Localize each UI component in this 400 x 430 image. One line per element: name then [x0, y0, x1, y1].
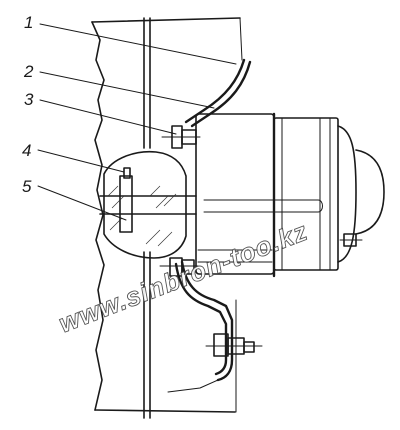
- vertical-rod: [143, 17, 151, 419]
- leader-lines: [37, 23, 237, 221]
- mounting-bracket: [167, 58, 252, 393]
- callout-5: 5: [22, 177, 32, 196]
- shaft-hub: [99, 150, 197, 259]
- callout-1: 1: [24, 13, 33, 32]
- motor-housing: [195, 112, 385, 278]
- end-bolt: [339, 233, 363, 247]
- callout-3: 3: [24, 90, 34, 109]
- upper-bolt: [161, 125, 201, 149]
- bottom-bolt: [205, 333, 263, 357]
- callout-2: 2: [23, 62, 34, 81]
- callout-4: 4: [22, 141, 31, 160]
- lower-bolt: [159, 257, 199, 277]
- wall-panel: [91, 17, 243, 413]
- watermark: www.sinbron-too.kz: [55, 216, 312, 339]
